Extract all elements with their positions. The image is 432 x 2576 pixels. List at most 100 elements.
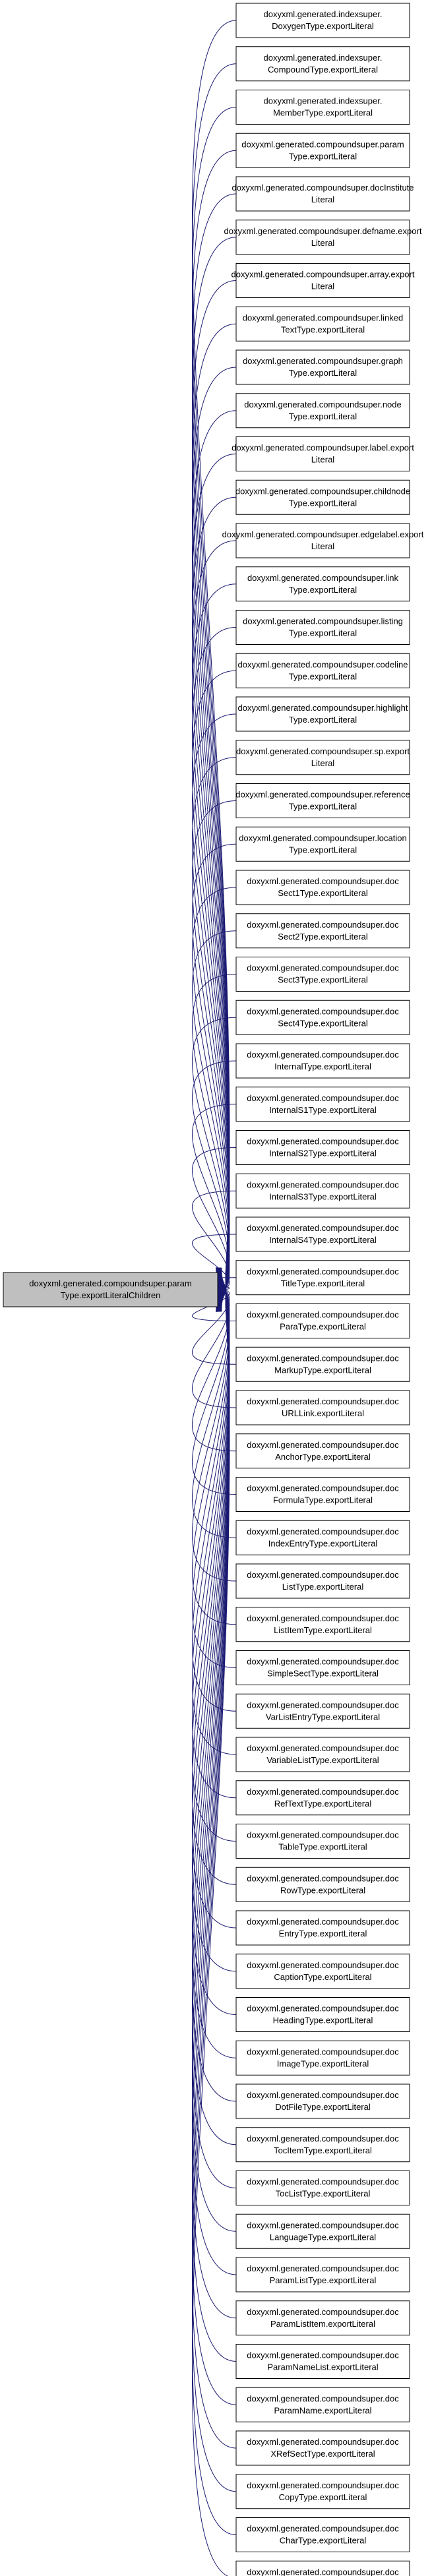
caller-node[interactable]: doxyxml.generated.compoundsuper.edgelabe… (222, 523, 424, 558)
caller-node[interactable]: doxyxml.generated.compoundsuper.docSect4… (235, 1000, 410, 1035)
caller-node-box (235, 1737, 410, 1772)
caller-node[interactable]: doxyxml.generated.compoundsuper.docTocIt… (235, 2127, 410, 2163)
caller-node[interactable]: doxyxml.generated.compoundsuper.docAncho… (235, 1433, 410, 1469)
caller-node[interactable]: doxyxml.generated.compoundsuper.sp.expor… (235, 740, 410, 775)
caller-node[interactable]: doxyxml.generated.compoundsuper.docParaT… (235, 1303, 410, 1338)
caller-node[interactable]: doxyxml.generated.compoundsuper.docEmpty… (235, 2560, 410, 2576)
caller-node-label-line1: doxyxml.generated.compoundsuper.doc (247, 1526, 399, 1536)
caller-node[interactable]: doxyxml.generated.compoundsuper.docRowTy… (235, 1867, 410, 1902)
caller-node-label-line1: doxyxml.generated.indexsuper. (264, 53, 383, 63)
caller-node[interactable]: doxyxml.generated.compoundsuper.docXRefS… (235, 2430, 410, 2466)
caller-node[interactable]: doxyxml.generated.compoundsuper.docMarku… (235, 1346, 410, 1382)
caller-node-label-line2: MemberType.exportLiteral (273, 108, 373, 118)
root-node[interactable]: doxyxml.generated.compoundsuper.param Ty… (3, 1272, 218, 1307)
caller-node[interactable]: doxyxml.generated.compoundsuper.docTitle… (235, 1260, 410, 1296)
caller-node[interactable]: doxyxml.generated.compoundsuper.location… (235, 826, 410, 862)
caller-node[interactable]: doxyxml.generated.compoundsuper.docImage… (235, 2040, 410, 2076)
caller-node-box (235, 1997, 410, 2032)
caller-node[interactable]: doxyxml.generated.compoundsuper.docInsti… (231, 176, 414, 212)
caller-node[interactable]: doxyxml.generated.compoundsuper.paramTyp… (235, 133, 410, 168)
call-edge (192, 843, 237, 1284)
caller-node-box (235, 393, 410, 429)
caller-node[interactable]: doxyxml.generated.compoundsuper.docListT… (235, 1563, 410, 1599)
caller-node-box (235, 2474, 410, 2509)
caller-node[interactable]: doxyxml.generated.compoundsuper.docSect2… (235, 913, 410, 949)
caller-node[interactable]: doxyxml.generated.compoundsuper.graphTyp… (235, 349, 410, 385)
caller-node-box (235, 2300, 410, 2336)
caller-node-label-line2: CopyType.exportLiteral (279, 2492, 367, 2502)
call-edge (191, 1147, 237, 1288)
caller-node[interactable]: doxyxml.generated.compoundsuper.docVarLi… (235, 1693, 410, 1729)
caller-node[interactable]: doxyxml.generated.compoundsuper.docVaria… (235, 1737, 410, 1772)
caller-node[interactable]: doxyxml.generated.compoundsuper.docFormu… (235, 1477, 410, 1512)
caller-node-label-line2: CharType.exportLiteral (280, 2536, 367, 2546)
caller-node[interactable]: doxyxml.generated.compoundsuper.docIndex… (235, 1520, 410, 1555)
caller-node[interactable]: doxyxml.generated.compoundsuper.docInter… (235, 1130, 410, 1165)
caller-node[interactable]: doxyxml.generated.compoundsuper.docCapti… (235, 1954, 410, 1989)
caller-node-label-line2: ParamName.exportLiteral (274, 2405, 371, 2415)
caller-node[interactable]: doxyxml.generated.compoundsuper.array.ex… (231, 263, 415, 298)
caller-node-label-line2: Sect3Type.exportLiteral (278, 975, 368, 985)
caller-node-box (235, 176, 410, 212)
caller-node-label-line1: doxyxml.generated.compoundsuper.doc (247, 2134, 399, 2143)
caller-node-box (235, 2213, 410, 2249)
caller-node[interactable]: doxyxml.generated.compoundsuper.docCharT… (235, 2517, 410, 2552)
caller-node-label-line2: ParaType.exportLiteral (280, 1322, 366, 1332)
caller-node[interactable]: doxyxml.generated.compoundsuper.defname.… (224, 220, 422, 255)
caller-node-label-line2: Sect2Type.exportLiteral (278, 932, 368, 942)
caller-node-label-line1: doxyxml.generated.compoundsuper.doc (247, 1743, 399, 1753)
caller-node-label-line2: ListItemType.exportLiteral (274, 1625, 372, 1635)
caller-node[interactable]: doxyxml.generated.compoundsuper.docTocLi… (235, 2171, 410, 2205)
caller-node[interactable]: doxyxml.generated.compoundsuper.docSect3… (235, 957, 410, 992)
caller-node-box (235, 306, 410, 342)
caller-node-label-line2: VarListEntryType.exportLiteral (266, 1712, 380, 1722)
caller-node[interactable]: doxyxml.generated.compoundsuper.docLangu… (235, 2213, 410, 2249)
caller-node[interactable]: doxyxml.generated.compoundsuper.docParam… (235, 2344, 410, 2379)
caller-node-label-line1: doxyxml.generated.compoundsuper.listing (243, 616, 403, 626)
caller-node[interactable]: doxyxml.generated.compoundsuper.docURLLi… (235, 1390, 410, 1425)
caller-node[interactable]: doxyxml.generated.compoundsuper.codeline… (235, 653, 410, 688)
caller-node[interactable]: doxyxml.generated.compoundsuper.docTable… (235, 1824, 410, 1859)
caller-node[interactable]: doxyxml.generated.compoundsuper.linkedTe… (235, 306, 410, 342)
caller-node-label-line2: DoxygenType.exportLiteral (272, 21, 374, 31)
caller-node-box (235, 2127, 410, 2163)
caller-node-label-line1: doxyxml.generated.compoundsuper.doc (247, 2090, 399, 2100)
caller-node[interactable]: doxyxml.generated.compoundsuper.docHeadi… (235, 1997, 410, 2032)
caller-node[interactable]: doxyxml.generated.compoundsuper.referenc… (235, 783, 410, 818)
caller-node-label-line2: InternalS1Type.exportLiteral (269, 1105, 377, 1115)
caller-node[interactable]: doxyxml.generated.compoundsuper.docSimpl… (235, 1650, 410, 1685)
caller-node[interactable]: doxyxml.generated.indexsuper.MemberType.… (235, 90, 410, 125)
caller-node[interactable]: doxyxml.generated.compoundsuper.docParam… (235, 2387, 410, 2422)
caller-node-box (235, 783, 410, 818)
caller-node[interactable]: doxyxml.generated.compoundsuper.docInter… (235, 1173, 410, 1209)
caller-node[interactable]: doxyxml.generated.compoundsuper.docParam… (235, 2257, 410, 2292)
caller-node[interactable]: doxyxml.generated.compoundsuper.docInter… (235, 1087, 410, 1122)
caller-node[interactable]: doxyxml.generated.indexsuper.CompoundTyp… (235, 46, 410, 82)
caller-node[interactable]: doxyxml.generated.compoundsuper.docDotFi… (235, 2083, 410, 2119)
caller-node[interactable]: doxyxml.generated.compoundsuper.label.ex… (231, 436, 414, 471)
caller-node[interactable]: doxyxml.generated.compoundsuper.docInter… (235, 1043, 410, 1079)
caller-node[interactable]: doxyxml.generated.compoundsuper.docRefTe… (235, 1780, 410, 1816)
caller-node-label-line2: Type.exportLiteral (289, 368, 357, 378)
caller-node-label-line1: doxyxml.generated.compoundsuper.doc (247, 2307, 399, 2317)
caller-node-label-line2: Type.exportLiteral (289, 845, 357, 854)
caller-node[interactable]: doxyxml.generated.compoundsuper.docCopyT… (235, 2474, 410, 2509)
caller-node[interactable]: doxyxml.generated.compoundsuper.docEntry… (235, 1910, 410, 1946)
caller-node-label-line2: Type.exportLiteral (289, 671, 357, 681)
caller-node-box (235, 1087, 410, 1122)
caller-node[interactable]: doxyxml.generated.compoundsuper.docSect1… (235, 870, 410, 905)
caller-node[interactable]: doxyxml.generated.compoundsuper.docInter… (235, 1216, 410, 1252)
caller-node-box (235, 870, 410, 905)
caller-node[interactable]: doxyxml.generated.compoundsuper.docParam… (235, 2300, 410, 2336)
caller-node[interactable]: doxyxml.generated.compoundsuper.linkType… (235, 566, 410, 602)
caller-node-label-line1: doxyxml.generated.compoundsuper.graph (243, 356, 403, 366)
root-node-label-line2: Type.exportLiteralChildren (61, 1290, 161, 1300)
caller-node-box (235, 2040, 410, 2076)
caller-node[interactable]: doxyxml.generated.compoundsuper.highligh… (235, 696, 410, 732)
caller-node[interactable]: doxyxml.generated.compoundsuper.childnod… (235, 479, 410, 515)
caller-node[interactable]: doxyxml.generated.compoundsuper.listingT… (235, 610, 410, 645)
caller-node[interactable]: doxyxml.generated.compoundsuper.nodeType… (235, 393, 410, 429)
caller-node[interactable]: doxyxml.generated.indexsuper.DoxygenType… (235, 3, 410, 38)
caller-node[interactable]: doxyxml.generated.compoundsuper.docListI… (235, 1607, 410, 1642)
